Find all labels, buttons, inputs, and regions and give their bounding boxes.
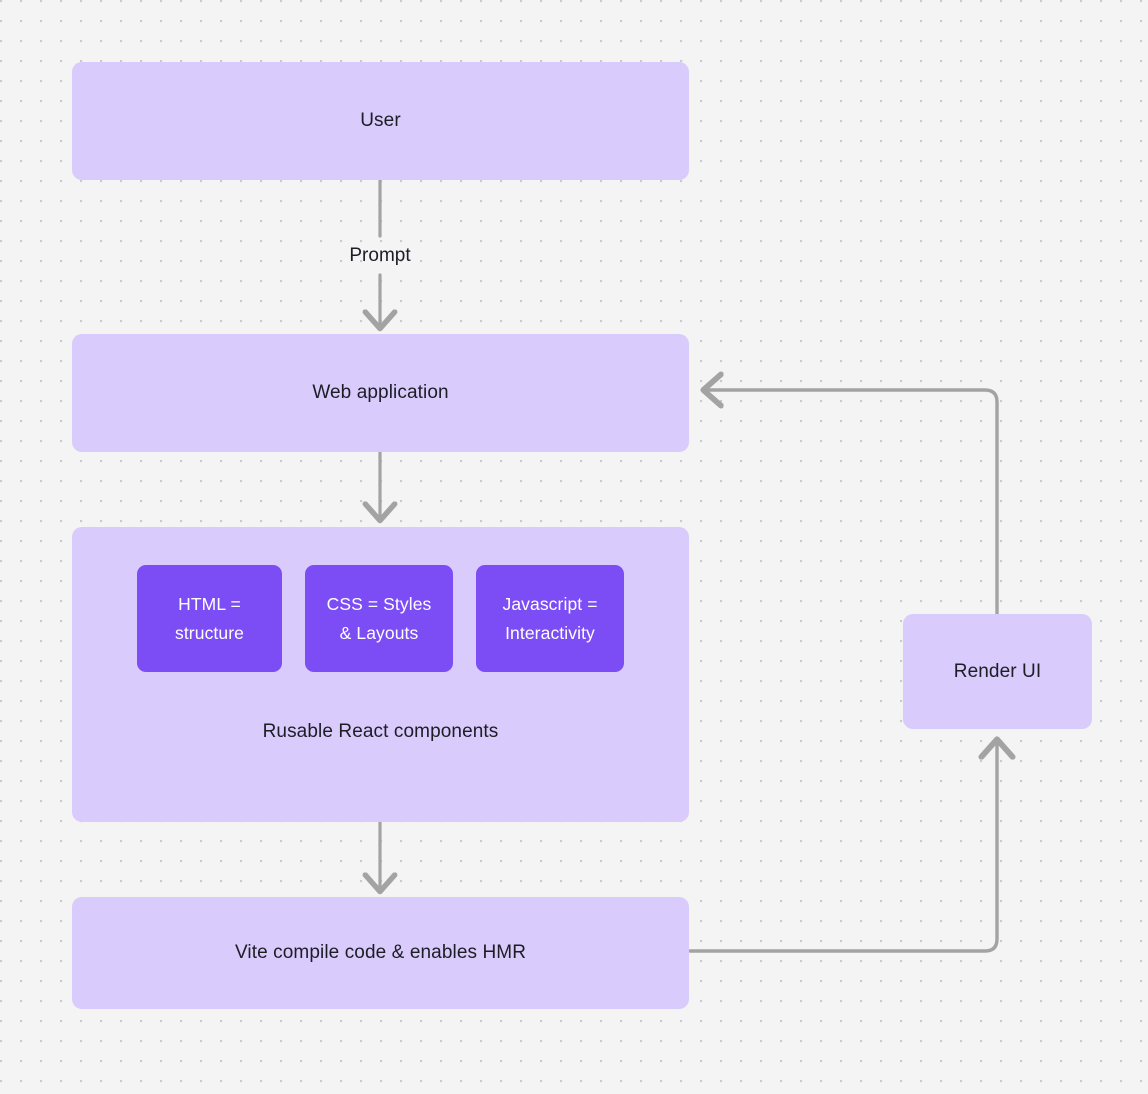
components-inner-row: HTML = structure CSS = Styles & Layouts … bbox=[137, 565, 624, 672]
node-render-ui-label: Render UI bbox=[953, 660, 1042, 682]
node-css-box-line1: CSS = Styles bbox=[326, 594, 432, 615]
node-html-box[interactable]: HTML = structure bbox=[137, 565, 282, 672]
node-vite-label: Vite compile code & enables HMR bbox=[234, 942, 527, 964]
node-html-box-line1: HTML = bbox=[178, 594, 241, 615]
node-css-box-line2: & Layouts bbox=[339, 622, 419, 643]
node-vite[interactable]: Vite compile code & enables HMR bbox=[72, 897, 689, 1009]
node-components-group-label: Rusable React components bbox=[72, 719, 689, 745]
node-components-group-label-text: Rusable React components bbox=[262, 721, 499, 742]
node-components-group[interactable]: HTML = structure CSS = Styles & Layouts … bbox=[72, 527, 689, 822]
node-web-application-label: Web application bbox=[312, 382, 449, 404]
node-js-box-line1: Javascript = bbox=[502, 594, 598, 615]
node-render-ui[interactable]: Render UI bbox=[903, 614, 1092, 729]
node-html-box-line2: structure bbox=[175, 622, 244, 643]
node-js-box-line2: Interactivity bbox=[505, 622, 595, 643]
edge-label-prompt-text: Prompt bbox=[349, 245, 411, 266]
node-web-application[interactable]: Web application bbox=[72, 334, 689, 452]
node-user[interactable]: User bbox=[72, 62, 689, 180]
edge-vite-to-render bbox=[688, 742, 997, 953]
node-user-label: User bbox=[360, 110, 401, 132]
node-css-box[interactable]: CSS = Styles & Layouts bbox=[305, 565, 453, 672]
node-js-box[interactable]: Javascript = Interactivity bbox=[476, 565, 624, 672]
edge-render-to-web bbox=[706, 390, 999, 616]
edge-label-prompt[interactable]: Prompt bbox=[340, 245, 420, 267]
